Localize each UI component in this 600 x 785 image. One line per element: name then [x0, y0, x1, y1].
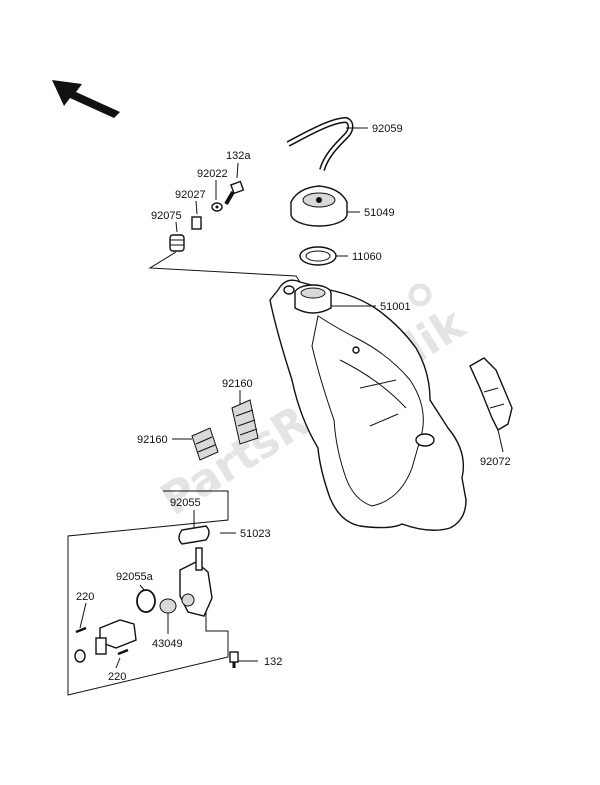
callout-92027: 92027: [175, 189, 206, 201]
callout-92055a: 92055a: [116, 571, 154, 583]
callout-51049: 51049: [364, 207, 395, 219]
fuel-tank-part: [269, 279, 467, 531]
gasket-part: [299, 246, 337, 266]
oring-small-part: [74, 649, 86, 663]
leader-lines: [79, 127, 504, 669]
lever-43049-part: [159, 598, 177, 614]
fuel-cock-assembly-box: [67, 490, 229, 696]
bolt-132-part: [229, 651, 239, 668]
callout-92160-lower: 92160: [137, 434, 168, 446]
fuel-cock-part: [179, 547, 213, 617]
fuel-cap-part: [290, 185, 348, 227]
gear-icon: [408, 283, 432, 307]
callout-92160-upper: 92160: [222, 378, 253, 390]
callout-132: 132: [264, 656, 282, 668]
collar-92027-part: [191, 216, 202, 230]
oring-92055a-part: [136, 589, 156, 613]
hose-part: [286, 116, 354, 171]
callout-92059: 92059: [372, 123, 403, 135]
rubber-lower-part: [191, 427, 219, 461]
callout-11060: 11060: [352, 251, 382, 263]
callout-92075: 92075: [151, 210, 182, 222]
callout-92022: 92022: [197, 168, 228, 180]
callout-92055: 92055: [170, 497, 201, 509]
screw-220-lower-part: [117, 648, 129, 656]
damper-92075-part: [169, 234, 185, 252]
callout-92072: 92072: [480, 456, 511, 468]
rubber-upper-part: [231, 399, 259, 445]
screw-220-upper-part: [75, 626, 87, 634]
washer-92022-part: [211, 202, 223, 212]
callout-132a: 132a: [226, 150, 251, 162]
callout-51001: 51001: [380, 301, 411, 313]
callout-51023: 51023: [240, 528, 271, 540]
strap-part: [469, 357, 513, 431]
filter-92055-part: [178, 525, 210, 545]
callout-220-lower: 220: [108, 671, 126, 683]
front-arrow-icon: [52, 80, 120, 118]
callout-43049: 43049: [152, 638, 183, 650]
plate-part: [95, 619, 137, 655]
bolt-132a-part: [224, 180, 245, 206]
callout-220-upper: 220: [76, 591, 94, 603]
